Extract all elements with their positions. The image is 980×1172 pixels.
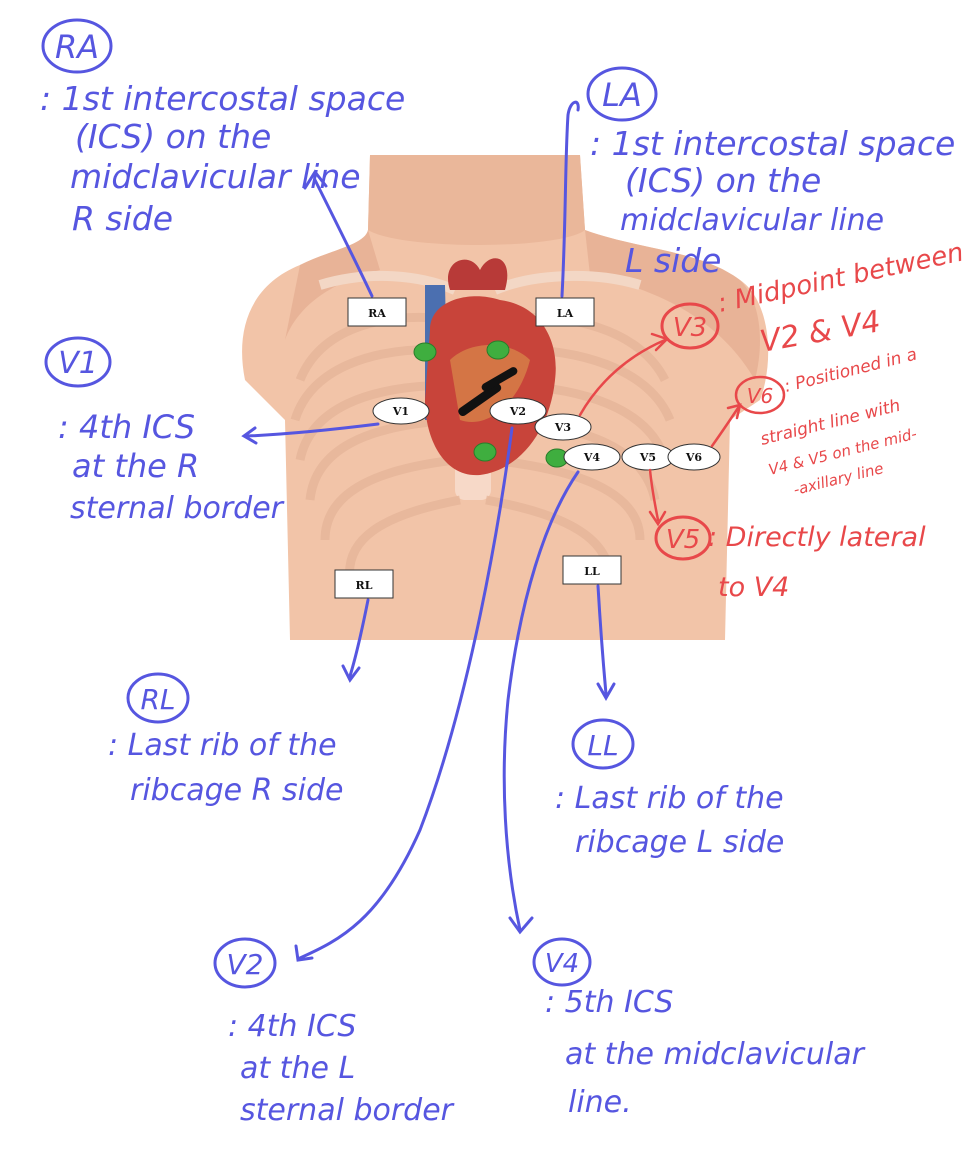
v6-tag: V6 — [747, 384, 773, 408]
v1-arrow — [246, 422, 380, 438]
rl-box-label: RL — [356, 579, 373, 592]
arrows-red — [578, 332, 742, 527]
annotation-v4: V4 : 5th ICS at the midclavicular line. — [532, 937, 866, 1120]
v2-oval — [489, 397, 547, 425]
v1-line-2: at the R — [72, 447, 199, 485]
annotation-ll: LL : Last rib of the ribcage L side — [555, 718, 784, 860]
electrode-boxes: RA LA RL LL V1 V2 V3 V4 V5 V6 — [334, 297, 721, 599]
v1-oval-label: V1 — [392, 405, 409, 418]
la-line-3: midclavicular line — [620, 203, 884, 238]
la-arrow — [560, 100, 580, 298]
ll-tag-circle — [571, 718, 635, 770]
ll-box — [562, 555, 622, 585]
v2-line-2: at the L — [240, 1051, 355, 1086]
annotation-la: LA : 1st intercostal space (ICS) on the … — [586, 66, 955, 280]
v1-oval — [372, 397, 430, 425]
ra-tag-circle — [41, 18, 113, 74]
right-shoulder — [585, 230, 760, 380]
v4-line-3: line. — [568, 1085, 632, 1120]
rl-arrow — [348, 598, 370, 678]
ra-tag: RA — [55, 28, 99, 66]
la-box-label: LA — [557, 307, 574, 320]
v4-tag: V4 — [545, 949, 579, 979]
v2-tag: V2 — [227, 948, 264, 981]
la-line-1: : 1st intercostal space — [590, 124, 955, 163]
v2-arrow — [298, 426, 514, 960]
v2-line-3: sternal border — [240, 1093, 455, 1128]
neck-shading — [368, 155, 585, 245]
ra-box-label: RA — [368, 307, 386, 320]
v5-tag-circle — [654, 515, 712, 561]
ra-line-3: midclavicular line — [70, 157, 361, 196]
annotation-ra: RA : 1st intercostal space (ICS) on the … — [40, 18, 405, 238]
la-box — [535, 297, 595, 327]
ll-box-label: LL — [584, 565, 600, 578]
la-tag: LA — [602, 76, 642, 114]
torso-illustration — [242, 155, 769, 640]
ra-arrow — [313, 178, 374, 298]
la-line-4: L side — [625, 241, 722, 280]
v4-tag-circle — [532, 937, 592, 987]
v4-oval — [563, 443, 621, 471]
v3-oval — [534, 413, 592, 441]
ll-line-2: ribcage L side — [575, 825, 784, 860]
la-tag-circle — [586, 66, 658, 122]
annotation-rl: RL : Last rib of the ribcage R side — [108, 672, 343, 808]
v4-oval-label: V4 — [583, 451, 601, 464]
v5-line-1: : Directly lateral — [708, 522, 926, 553]
v2-line-1: : 4th ICS — [228, 1009, 356, 1044]
v3-line-2: V2 & V4 — [757, 304, 883, 360]
ll-arrow — [596, 584, 608, 696]
ll-tag: LL — [587, 729, 618, 762]
ra-line-4: R side — [72, 199, 173, 238]
rl-line-1: : Last rib of the — [108, 728, 337, 763]
v5-arrow — [648, 468, 660, 522]
v5-oval-label: V5 — [639, 451, 656, 464]
la-line-2: (ICS) on the — [625, 161, 821, 200]
heart-marks — [458, 367, 518, 417]
rl-tag: RL — [140, 683, 175, 716]
v6-oval-label: V6 — [685, 451, 703, 464]
v3-tag-circle — [660, 302, 720, 350]
annotation-v5: V5 : Directly lateral to V4 — [654, 515, 926, 603]
v1-tag-circle — [44, 336, 112, 388]
aorta — [447, 258, 508, 290]
arrows-blue — [241, 100, 616, 962]
annotation-v2: V2 : 4th ICS at the L sternal border — [213, 937, 455, 1128]
v3-oval-label: V3 — [554, 421, 571, 434]
v5-tag: V5 — [666, 525, 700, 555]
v2-tag-circle — [213, 937, 277, 989]
v3-arrow — [578, 338, 667, 417]
annotation-v1: V1 : 4th ICS at the R sternal border — [44, 336, 285, 526]
ll-line-1: : Last rib of the — [555, 781, 784, 816]
rl-tag-circle — [126, 672, 190, 724]
v4-line-2: at the midclavicular — [565, 1037, 866, 1072]
ra-line-2: (ICS) on the — [75, 117, 271, 156]
v6-oval — [667, 443, 721, 471]
rl-line-2: ribcage R side — [130, 773, 343, 808]
v2-oval-label: V2 — [509, 405, 526, 418]
v5-line-2: to V4 — [718, 572, 789, 603]
v1-line-1: : 4th ICS — [58, 408, 195, 446]
v1-tag: V1 — [58, 346, 98, 381]
v3-line-1: : Midpoint between — [715, 237, 966, 318]
ra-box — [347, 297, 407, 327]
rl-box — [334, 569, 394, 599]
v6-tag-circle — [734, 375, 786, 415]
ra-line-1: : 1st intercostal space — [40, 79, 405, 118]
v6-arrow — [710, 406, 740, 448]
v1-line-3: sternal border — [70, 491, 285, 526]
v4-line-1: : 5th ICS — [545, 985, 673, 1020]
v3-tag: V3 — [673, 313, 707, 343]
v4-arrow — [502, 470, 580, 932]
